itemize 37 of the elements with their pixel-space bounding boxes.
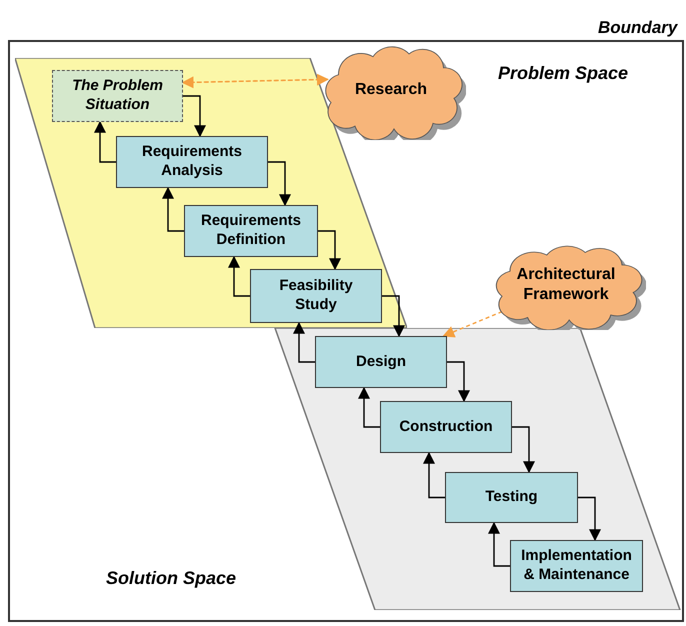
arrow xyxy=(162,186,184,232)
box-label: Feasibility Study xyxy=(278,277,354,315)
arrow xyxy=(228,256,250,297)
dashed-process-box xyxy=(52,70,183,122)
box-label: Testing xyxy=(485,488,538,507)
process-box xyxy=(315,336,447,388)
arrow xyxy=(182,76,328,88)
space-region xyxy=(272,328,682,610)
arrow xyxy=(358,386,380,428)
box-label: Design xyxy=(356,352,406,372)
arrow xyxy=(183,95,206,138)
cloud-label: Research xyxy=(354,80,428,100)
arrow xyxy=(512,426,535,474)
process-box xyxy=(116,136,268,188)
box-label: Requirements Definition xyxy=(200,212,302,250)
box-label: Implementation & Maintenance xyxy=(520,547,633,585)
process-box xyxy=(380,401,512,453)
arrow xyxy=(318,230,341,270)
process-box xyxy=(510,540,643,592)
arrow xyxy=(382,295,405,338)
arrow xyxy=(578,496,601,542)
arrow xyxy=(447,361,470,402)
arrow xyxy=(423,452,445,498)
box-label: Requirements Analysis xyxy=(140,143,244,181)
arrow xyxy=(293,322,315,363)
region-title: Problem Space xyxy=(498,62,628,85)
process-box xyxy=(184,205,318,257)
process-box xyxy=(250,269,382,323)
arrow xyxy=(268,161,291,206)
box-label: Construction xyxy=(399,418,493,436)
boundary-title: Boundary xyxy=(598,17,678,39)
box-label: The Problem Situation xyxy=(71,77,164,115)
region-title: Solution Space xyxy=(106,567,236,590)
process-box xyxy=(445,472,578,523)
arrow xyxy=(94,120,116,163)
arrow xyxy=(488,522,510,567)
cloud-label: Architectural Framework xyxy=(516,265,616,305)
